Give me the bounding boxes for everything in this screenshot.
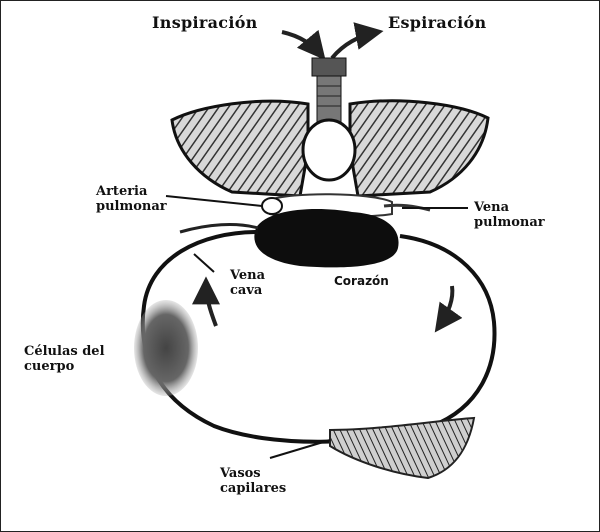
label-vasos-capilares-line1: Vasos [220, 466, 286, 481]
flow-arrow-down [438, 286, 452, 328]
right-lung [350, 101, 488, 196]
label-arteria-pulmonar-line2: pulmonar [96, 199, 167, 214]
label-vena-cava-line2: cava [230, 283, 265, 298]
inspiration-arrow [282, 32, 322, 56]
expiration-arrow [332, 32, 378, 58]
body-cells [134, 300, 198, 396]
label-arteria-pulmonar-line1: Arteria [96, 184, 167, 199]
flow-arrow-up [206, 282, 216, 326]
label-arteria-pulmonar: Arteria pulmonar [96, 184, 167, 214]
label-inspiracion: Inspiración [152, 14, 258, 32]
label-vena-pulmonar-line2: pulmonar [474, 215, 545, 230]
trachea [312, 58, 346, 122]
label-vena-cava: Vena cava [230, 268, 265, 298]
label-vena-pulmonar: Vena pulmonar [474, 200, 545, 230]
pulmonary-artery [262, 198, 282, 214]
label-espiracion: Espiración [388, 14, 486, 32]
label-celulas-line2: cuerpo [24, 359, 105, 374]
label-vena-cava-line1: Vena [230, 268, 265, 283]
label-vasos-capilares: Vasos capilares [220, 466, 286, 496]
label-vasos-capilares-line2: capilares [220, 481, 286, 496]
label-celulas-del-cuerpo: Células del cuerpo [24, 344, 105, 374]
label-celulas-line1: Células del [24, 344, 105, 359]
capillaries [330, 418, 474, 478]
left-lung [172, 101, 308, 196]
label-vena-pulmonar-line1: Vena [474, 200, 545, 215]
label-corazon: Corazón [334, 274, 389, 289]
heart [254, 209, 398, 267]
